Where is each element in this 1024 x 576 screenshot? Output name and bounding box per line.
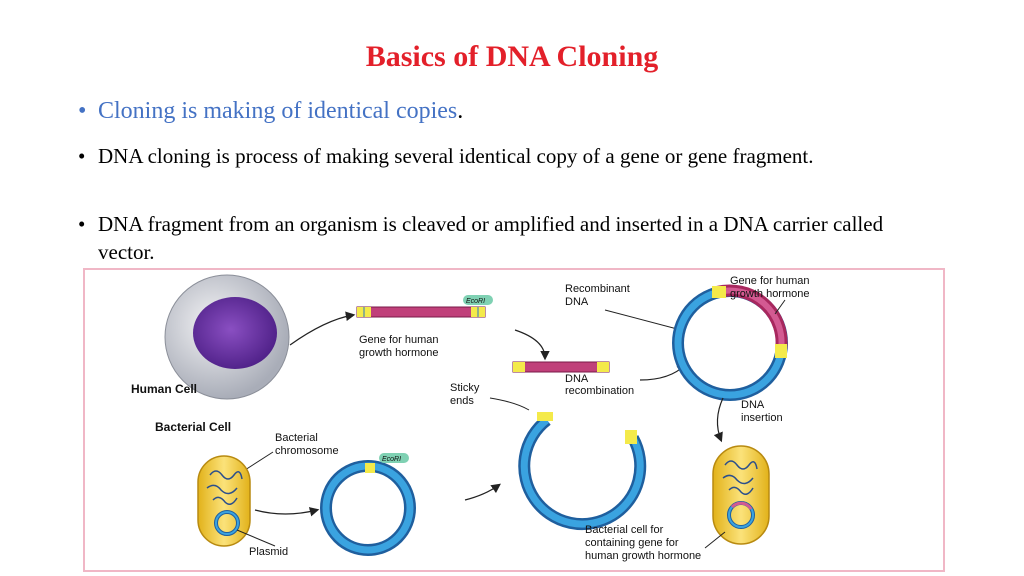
gene-label-line1: Gene for human [359,334,439,346]
sticky-ends-line2: ends [450,395,474,407]
plasmid-label: Plasmid [249,546,288,558]
recombinant-bacterial-cell-icon [712,445,770,545]
chromosome-pointer [244,451,274,471]
bullet-1-text: Cloning is making of identical copies [98,98,458,124]
gene-label-line2: growth hormone [359,347,439,359]
bacterial-chromosome-line1: Bacterial [275,432,318,444]
bullet-1-suffix: . [457,98,464,124]
dna-recombination-line2: recombination [565,385,634,397]
bacterial-cell-icon [197,455,251,547]
ecori-badge-1 [463,295,493,305]
result-label-line3: human growth hormone [585,550,701,562]
recombinant-plasmid-icon [672,284,788,401]
sticky-ends-pointer [489,397,530,411]
result-pointer [704,531,726,549]
gene-label-line4: growth hormone [730,288,810,300]
opened-plasmid-icon [518,412,647,531]
arrow-plasmid-to-open [464,483,501,501]
bullet-dot: • [78,144,86,168]
bacterial-cell-label: Bacterial Cell [155,420,231,434]
gene-label-line3: Gene for human [730,275,810,287]
dna-insertion-line2: insertion [741,412,783,424]
cut-gene-fragment-icon [512,361,610,373]
bullet-3-text: DNA fragment from an organism is cleaved… [98,212,884,264]
ecori-label-2: EcoRI [382,456,401,463]
page-title: Basics of DNA Cloning [365,40,659,73]
bullet-1: • Cloning is making of identical copies. [78,96,463,126]
bullet-2-text: DNA cloning is process of making several… [98,144,814,168]
gene-fragment-icon [356,306,486,318]
ecori-badge-2 [379,453,409,463]
bullet-2: • DNA cloning is process of making sever… [78,142,908,170]
dna-insertion-line1: DNA [741,399,765,411]
ecori-label-1: EcoRI [466,298,485,305]
dna-recombination-line1: DNA [565,373,589,385]
gene-pointer [774,299,786,315]
bacterial-chromosome-line2: chromosome [275,445,339,457]
sticky-ends-line1: Sticky [450,382,480,394]
arrow-gene-to-cut [514,329,550,361]
arrow-bacteria-to-plasmid [254,507,320,517]
bullet-3: • DNA fragment from an organism is cleav… [78,210,928,266]
recombinant-pointer [604,309,682,331]
bullet-dot: • [78,212,86,236]
plasmid-icon [320,460,416,556]
human-cell-label: Human Cell [131,382,197,396]
plasmid-pointer [236,529,276,547]
recombinant-dna-line2: DNA [565,296,589,308]
result-label-line2: containing gene for [585,537,679,549]
bullet-dot: • [78,98,87,124]
cloning-diagram: Human Cell EcoRI Gene for human growth h… [83,268,945,572]
arrow-cell-to-gene [289,311,356,346]
arrow-to-insertion [713,397,724,443]
recombinant-dna-line1: Recombinant [565,283,630,295]
result-label-line1: Bacterial cell for [585,524,664,536]
cloning-diagram-svg: Human Cell EcoRI Gene for human growth h… [131,274,810,562]
human-cell-icon [164,274,290,400]
